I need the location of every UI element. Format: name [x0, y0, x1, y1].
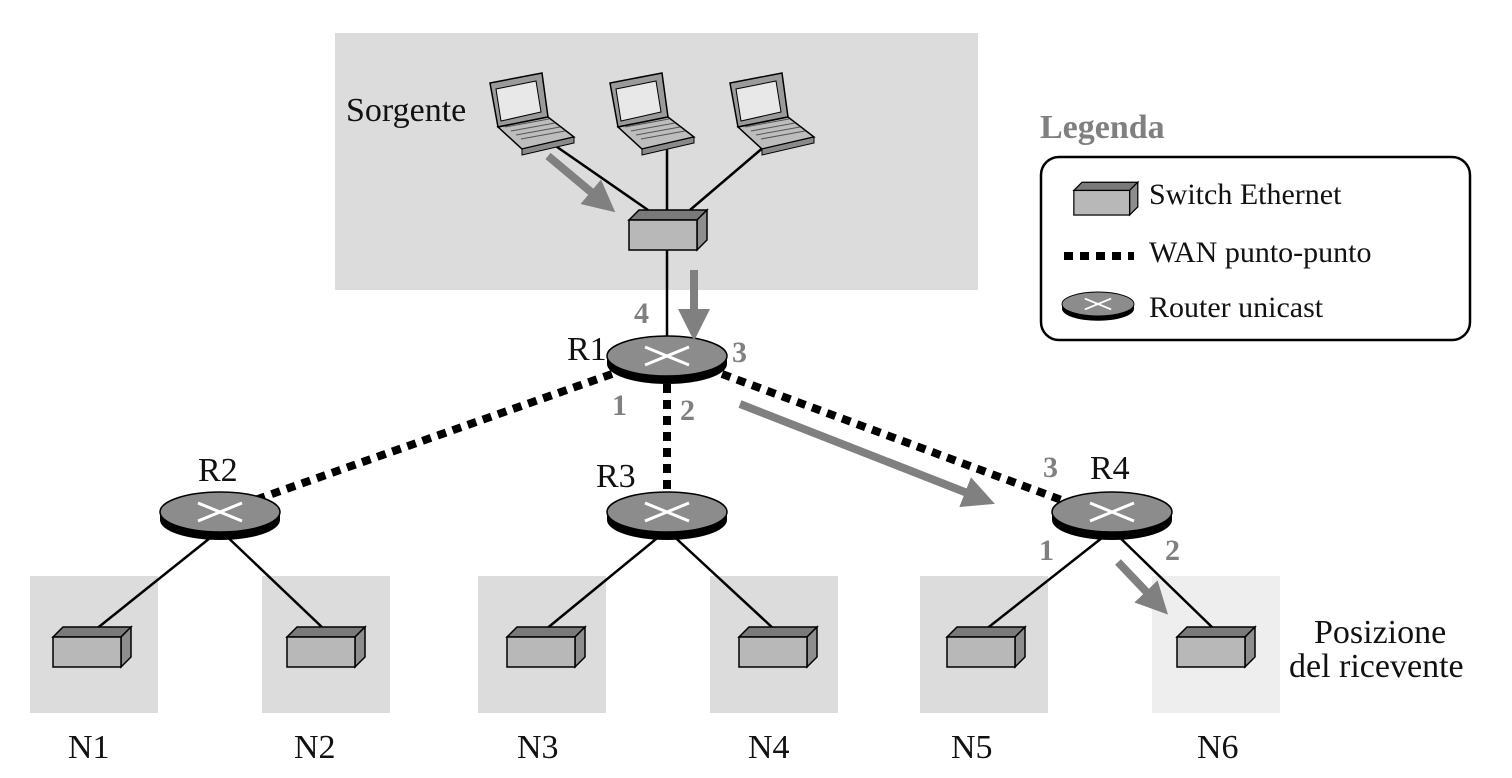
flow-arrows — [545, 152, 1169, 615]
port-label: 2 — [680, 394, 695, 427]
legend-wan-label: WAN punto-punto — [1149, 236, 1371, 269]
network-label-n5: N5 — [951, 729, 993, 766]
port-label: 1 — [1039, 534, 1054, 567]
legend-title: Legenda — [1040, 109, 1165, 146]
receiver-label: del ricevente — [1289, 648, 1464, 685]
switch-icon — [286, 626, 366, 668]
router-icon — [1061, 291, 1135, 322]
flow-arrow — [545, 152, 616, 213]
switch-icon — [1073, 181, 1139, 216]
source-label: Sorgente — [346, 92, 466, 129]
network-label-n1: N1 — [68, 729, 110, 766]
switch-icon — [506, 626, 586, 668]
network-label-n3: N3 — [517, 729, 559, 766]
flow-arrow — [738, 400, 995, 508]
switch-icon — [946, 626, 1026, 668]
switch-icon — [628, 209, 708, 251]
port-label: 1 — [612, 389, 627, 422]
legend-router-label: Router unicast — [1149, 291, 1324, 324]
router-icon — [1050, 490, 1174, 542]
router-label-r1: R1 — [567, 331, 607, 368]
flow-arrow — [1115, 559, 1169, 615]
port-label: 3 — [1043, 451, 1058, 484]
router-icon — [158, 490, 282, 542]
legend-switch-label: Switch Ethernet — [1149, 178, 1342, 211]
legend-box — [1039, 155, 1472, 342]
switch-icon — [52, 626, 132, 668]
port-label: 3 — [732, 336, 747, 369]
network-label-n4: N4 — [748, 729, 790, 766]
source-area — [335, 33, 978, 290]
ethernet-links — [94, 138, 1216, 631]
network-label-n2: N2 — [294, 729, 336, 766]
switch-icon — [1176, 626, 1256, 668]
router-label-r3: R3 — [596, 458, 636, 495]
port-label: 4 — [634, 297, 649, 330]
router-icon — [605, 334, 729, 386]
router-label-r4: R4 — [1090, 450, 1130, 487]
router-icon — [605, 490, 729, 542]
router-label-r2: R2 — [198, 452, 238, 489]
wan-links — [253, 370, 1077, 509]
port-label: 2 — [1165, 534, 1180, 567]
switch-icon — [738, 626, 818, 668]
network-label-n6: N6 — [1197, 729, 1239, 766]
receiver-label: Posizione — [1314, 614, 1446, 651]
